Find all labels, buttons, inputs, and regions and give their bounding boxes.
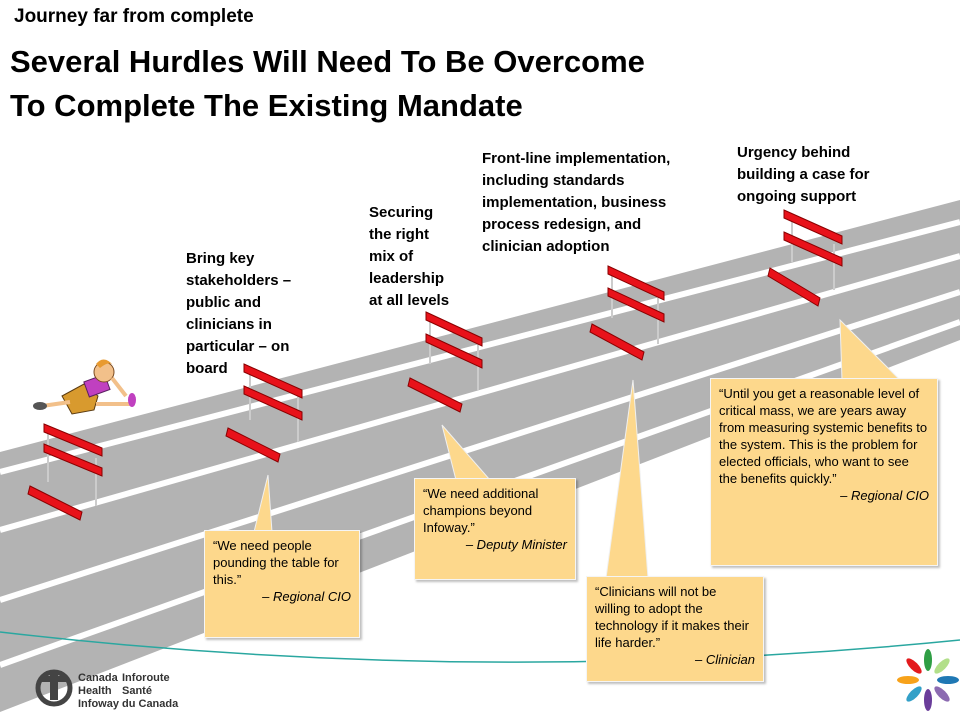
quote-attribution: – Regional CIO	[262, 589, 351, 604]
quote-box-2: “We need additional champions beyond Inf…	[414, 478, 576, 580]
quote-box-4: “Until you get a reasonable level of cri…	[710, 378, 938, 566]
runner-figure	[33, 359, 136, 415]
subtitle: Journey far from complete	[14, 6, 254, 27]
quote-attribution: – Clinician	[695, 652, 755, 667]
logo-text-french: Inforoute Santé du Canada	[122, 672, 179, 710]
hurdle-2	[225, 363, 303, 463]
quote-attribution: – Regional CIO	[840, 488, 929, 503]
hurdle-label-3: Front-line implementation, including sta…	[482, 150, 671, 255]
quote-attribution: – Deputy Minister	[465, 537, 567, 552]
footer-arc	[0, 631, 960, 663]
infoway-logo-icon	[35, 669, 73, 707]
logo-text-english: Canada Health Infoway	[78, 672, 119, 710]
hurdle-4	[589, 265, 665, 361]
title-line-2: To Complete The Existing Mandate	[10, 88, 523, 123]
quote-box-1: “We need people pounding the table for t…	[204, 530, 360, 638]
hurdle-3	[407, 311, 483, 413]
star-logo-icon	[897, 649, 959, 711]
hurdle-label-1: Bring key stakeholders – public and clin…	[186, 250, 292, 377]
quote-text: “Clinicians will not be willing to adopt…	[595, 584, 749, 650]
hurdle-1	[27, 423, 103, 521]
hurdle-5	[767, 209, 843, 307]
quote-text: “Until you get a reasonable level of cri…	[719, 386, 928, 486]
quote-text: “We need additional champions beyond Inf…	[423, 486, 539, 535]
quote-text: “We need people pounding the table for t…	[213, 538, 339, 587]
hurdle-label-4: Urgency behind building a case for ongoi…	[737, 144, 870, 205]
page-title: Several Hurdles Will Need To Be Overcome…	[10, 40, 645, 128]
title-line-1: Several Hurdles Will Need To Be Overcome	[10, 44, 645, 79]
quote-box-3: “Clinicians will not be willing to adopt…	[586, 576, 764, 682]
hurdle-label-2: Securing the right mix of leadership at …	[369, 204, 450, 309]
